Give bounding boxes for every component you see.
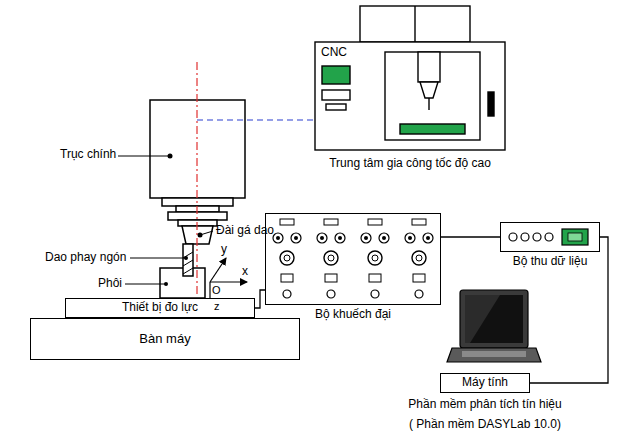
axis-label: z [214,300,220,313]
machine-table-band: Bàn máy [30,318,300,360]
computer-box: Máy tính [440,373,530,393]
axis-label: O [212,284,221,297]
part-label: Trục chính [60,148,116,162]
force-sensor-band: Thiết bị đo lực [65,298,255,318]
amplifier-box: Bộ khuếch đại [265,213,441,305]
part-label: Phôi [98,277,122,291]
leader-dots [164,154,203,287]
machine-label: CNC [321,46,347,60]
laptop [447,290,541,362]
amplifier-channels [273,219,433,298]
signal-cable [255,290,265,308]
node-text: Bộ khuếch đại [315,308,391,322]
end-mill [183,244,193,276]
node-text: Bộ thu dữ liệu [513,255,588,269]
cnc-machine [315,6,505,150]
caption-text: Trung tâm gia công tốc độ cao [329,157,491,171]
caption-text: ( Phần mềm DASYLab 10.0) [409,418,561,432]
data-acquisition-box: Bộ thu dữ liệu [500,222,600,252]
part-label: Dao phay ngón [45,251,126,265]
node-text: Bàn máy [139,332,190,347]
axis-label: y [221,243,227,257]
signal-cable [441,236,500,237]
node-text: Máy tính [462,376,508,390]
node-text: Thiết bị đo lực [122,301,198,315]
caption-text: Phần mềm phân tích tín hiệu [408,398,561,412]
daq-front [509,229,588,245]
part-label: Đài gá dao [216,224,274,238]
spindle-axis [196,62,197,297]
leader-lines [118,156,213,284]
axis-label: x [242,265,248,279]
